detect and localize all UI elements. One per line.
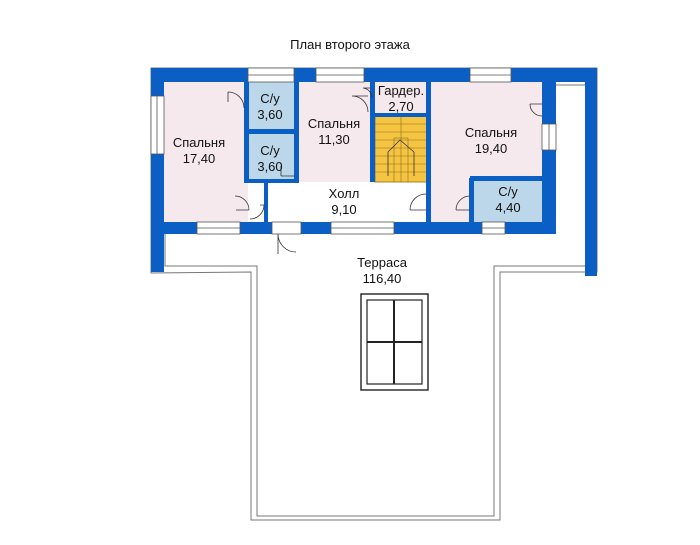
room-name: С/у [260, 91, 280, 106]
room-name: Спальня [172, 135, 226, 150]
room-wardrobe [374, 82, 426, 115]
room-bedroom-2 [298, 82, 370, 182]
room-area: 9,10 [331, 202, 357, 217]
room-area: 4,40 [495, 200, 521, 215]
room-label-hall: Холл 9,10 [329, 186, 360, 218]
room-label-bedroom-2: Спальня 11,30 [308, 116, 360, 148]
room-name: Гардер. [377, 83, 425, 98]
room-hall [268, 182, 428, 224]
room-area: 19,40 [474, 141, 508, 156]
room-name: Спальня [464, 125, 518, 140]
room-name: Спальня [307, 116, 361, 131]
doors [227, 87, 543, 254]
room-area: 3,60 [257, 159, 283, 174]
room-area: 116,40 [362, 271, 402, 286]
wall-corner-right [585, 234, 597, 274]
room-area: 17,40 [182, 151, 216, 166]
room-bath-1 [248, 82, 294, 130]
room-label-bath-2: С/у 3,60 [257, 143, 282, 175]
room-name: С/у [498, 184, 518, 199]
room-name: С/у [260, 143, 280, 158]
plan-title: План второго этажа [290, 37, 410, 52]
wall-corner [151, 234, 164, 272]
room-label-bath-3: С/у 4,40 [495, 184, 520, 216]
room-label-bedroom-3: Спальня 19,40 [465, 125, 517, 157]
room-bedroom-1 [164, 82, 248, 222]
room-label-bath-1: С/у 3,60 [257, 91, 282, 123]
skylight [360, 293, 429, 391]
room-area: 11,30 [318, 132, 350, 147]
room-label-wardrobe: Гардер. 2,70 [378, 83, 424, 115]
room-area: 2,70 [388, 99, 414, 114]
room-name: Терраса [357, 255, 407, 270]
room-area: 3,60 [257, 107, 283, 122]
room-label-bedroom-1: Спальня 17,40 [173, 135, 225, 167]
room-bath-3 [474, 180, 542, 222]
staircase [374, 115, 428, 183]
room-bath-2 [248, 133, 294, 181]
windows [150, 67, 557, 235]
room-name: Холл [328, 186, 360, 201]
room-label-terrace: Терраса 116,40 [357, 255, 407, 287]
